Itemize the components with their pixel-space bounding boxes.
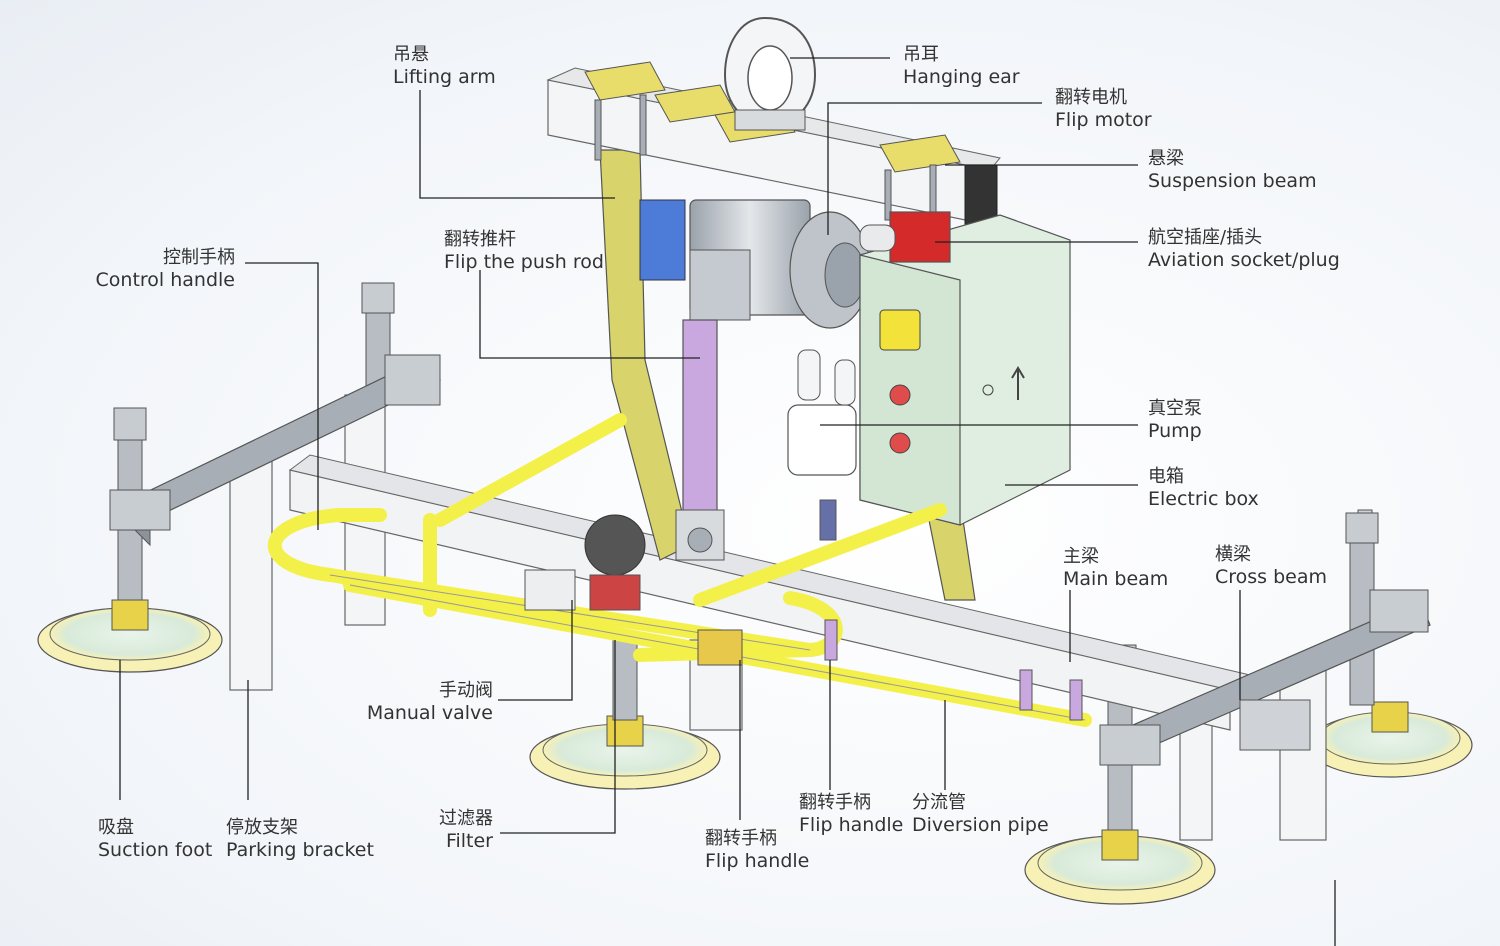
label-en: Flip motor (1055, 109, 1152, 131)
label-en: Lifting arm (393, 66, 496, 88)
label-zh: 悬梁 (1148, 148, 1184, 169)
label-en: Aviation socket/plug (1148, 249, 1340, 271)
label-zh: 控制手柄 (163, 247, 235, 268)
label-hanging-ear: 吊耳 Hanging ear (903, 44, 1020, 88)
label-zh: 真空泵 (1148, 398, 1202, 419)
electric-box (859, 214, 1071, 526)
label-control-handle: 控制手柄 Control handle (60, 247, 235, 291)
label-zh: 翻转推杆 (444, 229, 516, 250)
label-flip-push-rod: 翻转推杆 Flip the push rod (444, 229, 604, 273)
label-zh: 过滤器 (439, 808, 493, 829)
label-zh: 翻转手柄 (799, 792, 871, 813)
label-en: Filter (445, 830, 493, 852)
label-flip-handle-lower: 翻转手柄 Flip handle (705, 828, 809, 872)
label-flip-motor: 翻转电机 Flip motor (1055, 87, 1152, 131)
label-en: Electric box (1148, 488, 1259, 510)
label-lifting-arm: 吊悬 Lifting arm (393, 44, 496, 88)
label-cross-beam: 横梁 Cross beam (1215, 544, 1327, 588)
label-pump: 真空泵 Pump (1148, 398, 1202, 442)
suction-foot-front (529, 715, 721, 790)
label-zh: 翻转手柄 (705, 828, 777, 849)
label-en: Manual valve (366, 702, 493, 724)
label-main-beam: 主梁 Main beam (1063, 546, 1168, 590)
label-zh: 电箱 (1148, 466, 1184, 487)
label-zh: 吊耳 (903, 44, 939, 65)
flip-motor (639, 199, 871, 329)
label-parking-bracket: 停放支架 Parking bracket (226, 817, 374, 861)
label-zh: 吊悬 (393, 44, 429, 65)
label-suspension-beam: 悬梁 Suspension beam (1148, 148, 1317, 192)
label-en: Control handle (95, 269, 235, 291)
label-en: Flip handle (799, 814, 904, 836)
label-en: Main beam (1063, 568, 1169, 590)
label-en: Diversion pipe (912, 814, 1049, 836)
cross-beam-left (109, 354, 442, 547)
label-en: Pump (1148, 420, 1202, 442)
label-en: Flip the push rod (444, 251, 604, 273)
label-zh: 主梁 (1063, 546, 1099, 567)
flip-handles (819, 499, 1083, 721)
label-suction-foot: 吸盘 Suction foot (98, 817, 212, 861)
suction-foot-right-front (1024, 829, 1216, 905)
label-en: Hanging ear (903, 66, 1020, 88)
label-zh: 横梁 (1215, 544, 1251, 565)
label-zh: 吸盘 (98, 817, 134, 838)
label-diversion-pipe: 分流管 Diversion pipe (912, 792, 1049, 836)
suction-foot-left (37, 599, 223, 673)
suction-foot-right (1307, 701, 1473, 778)
label-electric-box: 电箱 Electric box (1148, 466, 1259, 510)
label-en: Suspension beam (1148, 170, 1317, 192)
label-zh: 翻转电机 (1055, 87, 1127, 108)
label-zh: 停放支架 (226, 817, 298, 838)
label-zh: 航空插座/插头 (1148, 227, 1263, 248)
label-filter: 过滤器 Filter (380, 808, 493, 852)
leader-lines (119, 57, 1336, 946)
label-manual-valve: 手动阀 Manual valve (340, 680, 493, 724)
label-zh: 分流管 (912, 792, 966, 813)
cross-beam-right (1099, 589, 1431, 766)
label-en: Flip handle (705, 850, 810, 872)
hanging-ear (723, 16, 817, 131)
manual-valve-filter (524, 514, 743, 666)
label-en: Cross beam (1215, 566, 1328, 588)
aviation-socket (859, 211, 951, 263)
vacuum-pump (787, 349, 857, 476)
label-en: Suction foot (98, 839, 213, 861)
label-zh: 手动阀 (439, 680, 493, 701)
label-en: Parking bracket (226, 839, 374, 861)
label-flip-handle-upper: 翻转手柄 Flip handle (799, 792, 903, 836)
label-aviation-socket: 航空插座/插头 Aviation socket/plug (1148, 227, 1340, 271)
flip-push-rod (675, 319, 725, 561)
